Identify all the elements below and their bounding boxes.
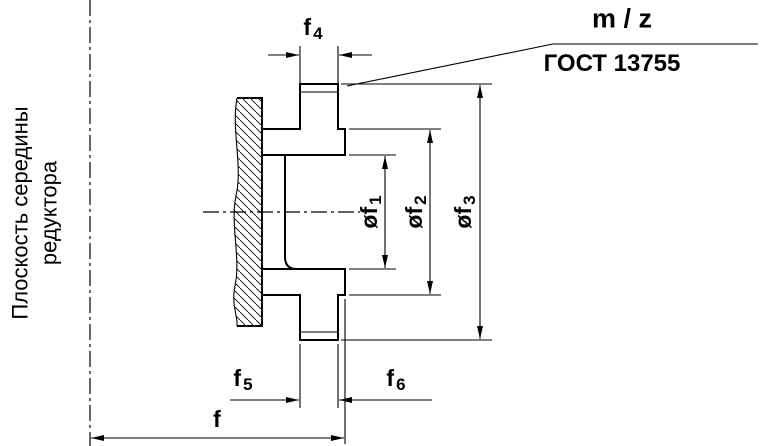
dim-f5 [230, 344, 301, 408]
dim-label-of3: øf3 [450, 195, 479, 229]
dim-label-of1: øf1 [356, 195, 385, 229]
dim-of1 [349, 154, 396, 270]
plane-label-line2: редуктора [36, 160, 61, 266]
break-line [233, 97, 239, 327]
dim-label-f: f [213, 406, 221, 432]
module-label: m / z [591, 3, 653, 34]
plane-label-line1: Плоскость середины [7, 106, 33, 320]
gear-upper-section [261, 83, 346, 156]
dim-f6 [337, 344, 432, 408]
dim-f [91, 299, 346, 444]
gear-section [261, 83, 346, 341]
dim-label-of2: øf2 [401, 195, 430, 229]
module-leader [346, 43, 758, 87]
standard-label: ГОСТ 13755 [543, 50, 681, 77]
dim-f4 [268, 46, 372, 84]
shaft-flange-section [233, 97, 263, 327]
dim-of2 [349, 128, 441, 296]
plane-label: Плоскость середины редуктора [6, 106, 63, 319]
gear-bore-wall-section [261, 154, 298, 270]
gear-lower-section [261, 268, 346, 341]
dim-of3 [341, 83, 492, 341]
